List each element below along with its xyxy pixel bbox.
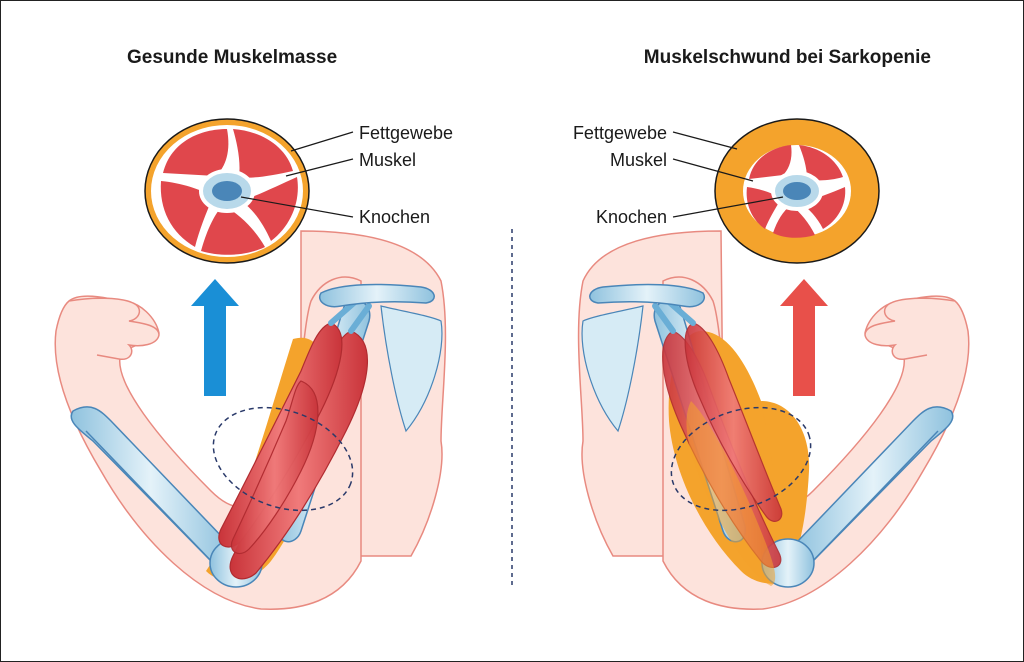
left-bone-leader [240, 196, 354, 218]
right-panel-title: Muskelschwund bei Sarkopenie [644, 47, 931, 68]
right-label-fat: Fettgewebe [573, 123, 667, 143]
sarcopenia-arm-illustration [577, 230, 970, 610]
left-label-muscle: Muskel [359, 150, 416, 170]
left-panel-title: Gesunde Muskelmasse [127, 47, 337, 68]
right-fat-leader [672, 131, 738, 150]
healthy-cross-section [144, 118, 310, 264]
sarcopenia-cross-section [714, 118, 880, 264]
left-label-bone: Knochen [359, 207, 430, 227]
right-bone-leader [672, 196, 784, 218]
left-label-fat: Fettgewebe [359, 123, 453, 143]
left-fat-leader [290, 131, 354, 152]
red-up-arrow-icon [780, 279, 828, 396]
left-muscle-leader [285, 158, 354, 177]
right-label-bone: Knochen [596, 207, 667, 227]
healthy-arm-illustration [54, 230, 447, 610]
right-label-muscle: Muskel [610, 150, 667, 170]
right-muscle-leader [672, 158, 754, 182]
blue-up-arrow-icon [191, 279, 239, 396]
